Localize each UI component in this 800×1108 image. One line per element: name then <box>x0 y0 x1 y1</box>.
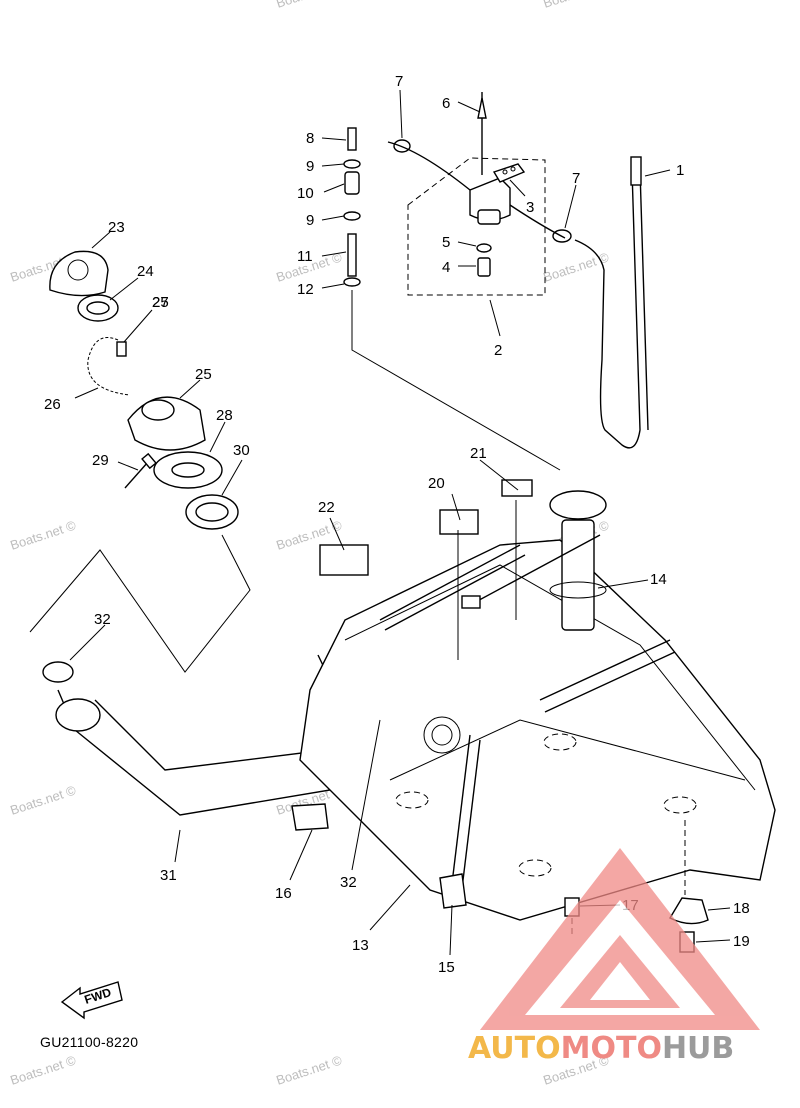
brand-logo <box>480 848 760 1030</box>
callout-27: 27 <box>152 294 169 311</box>
fwd-arrow: FWD <box>60 981 123 1020</box>
callout-29: 29 <box>92 452 109 469</box>
fwd-arrow-shape <box>60 981 123 1020</box>
part-1-hose <box>574 169 641 449</box>
callout-7-right: 7 <box>572 170 580 187</box>
callout-5: 5 <box>442 234 450 251</box>
brand-wordmark: AUTOMOTOHUB <box>468 1031 734 1066</box>
callout-15: 15 <box>438 959 455 976</box>
callout-6: 6 <box>442 95 450 112</box>
part-27-screw <box>116 341 127 357</box>
callout-19: 19 <box>733 933 750 950</box>
callout-9-lower: 9 <box>306 212 314 229</box>
part-14-sender-top <box>549 490 607 520</box>
part-1-end <box>630 156 642 186</box>
callout-labels: 1 2 3 4 5 6 7 7 8 9 9 10 11 12 13 14 15 … <box>108 73 750 976</box>
callout-11: 11 <box>297 248 313 265</box>
callout-22: 22 <box>318 499 335 516</box>
callout-9-upper: 9 <box>306 158 314 175</box>
callout-16: 16 <box>275 885 292 902</box>
part-31-hose-end <box>55 698 101 732</box>
brand-moto: MOTO <box>561 1031 662 1066</box>
brand-hub: HUB <box>662 1031 734 1066</box>
callout-20: 20 <box>428 475 445 492</box>
fuel-pump-assembly <box>387 92 572 296</box>
callout-14: 14 <box>650 571 667 588</box>
callout-23: 23 <box>108 219 125 236</box>
part-20-label <box>439 509 479 535</box>
sender-connector <box>461 595 481 609</box>
part-18-damper <box>669 897 709 925</box>
callout-10: 10 <box>297 185 314 202</box>
callout-1: 1 <box>676 162 684 179</box>
hose-to-pump <box>387 141 471 191</box>
brand-auto: AUTO <box>468 1031 561 1066</box>
part-10-valve <box>344 171 360 195</box>
callout-7-upper: 7 <box>395 73 403 90</box>
part-4-screw <box>477 257 491 277</box>
part-16-clip <box>291 803 329 831</box>
callout-25: 25 <box>195 366 212 383</box>
hose-route-line <box>351 290 561 471</box>
callout-4: 4 <box>442 259 450 276</box>
part-5-washer <box>476 243 492 253</box>
part-14-sender-column <box>561 519 595 631</box>
fuel-gauge-port <box>423 716 461 754</box>
fuel-pump-nozzle <box>477 209 501 225</box>
hose-from-pump <box>509 204 566 239</box>
part-12-clip <box>343 277 361 287</box>
assembly-connection-line <box>29 534 251 673</box>
callout-8: 8 <box>306 130 314 147</box>
part-32-clamp <box>42 661 74 683</box>
callout-30: 30 <box>233 442 250 459</box>
part-21-label <box>501 479 533 497</box>
tank-strap <box>379 544 521 621</box>
callout-32-left: 32 <box>94 611 111 628</box>
fuel-tank <box>291 490 776 921</box>
label-stickers <box>319 479 533 576</box>
part-6-tip <box>477 97 487 119</box>
part-23-fuel-cap <box>49 250 109 297</box>
callout-18: 18 <box>733 900 750 917</box>
callout-25-label-27: 25 <box>152 294 169 311</box>
callout-21: 21 <box>470 445 487 462</box>
callout-26: 26 <box>44 396 61 413</box>
callout-32-bottom: 32 <box>340 874 357 891</box>
part-15-clip <box>439 873 467 909</box>
callout-13: 13 <box>352 937 369 954</box>
callout-31: 31 <box>160 867 177 884</box>
tank-strap <box>539 639 671 701</box>
callout-12: 12 <box>297 281 314 298</box>
part-29-bolt <box>124 461 149 489</box>
fuel-cap-group <box>49 250 239 530</box>
part-13-fuel-tank <box>299 539 776 921</box>
part-8-tube <box>347 127 357 151</box>
callout-2: 2 <box>494 342 502 359</box>
diagram-code: GU21100-8220 <box>40 1034 138 1050</box>
leader-lines <box>69 89 731 956</box>
part-3-plate <box>492 163 526 183</box>
callout-24: 24 <box>137 263 154 280</box>
part-11-hose <box>347 233 357 277</box>
breather-hose <box>574 156 649 449</box>
callout-28: 28 <box>216 407 233 424</box>
part-1-hose-edge <box>639 169 649 431</box>
callout-3: 3 <box>526 199 534 216</box>
